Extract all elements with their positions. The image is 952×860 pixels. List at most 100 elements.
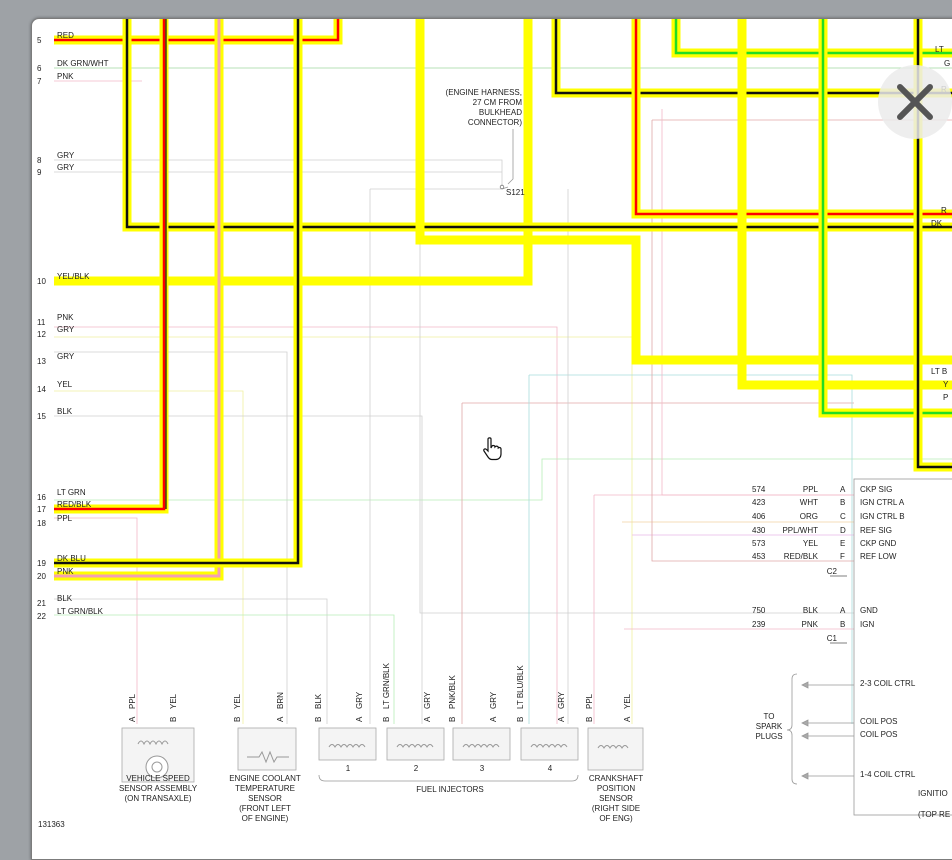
- wire-color-label: LT GRN: [57, 488, 86, 497]
- sensor-pin-color: PPL: [585, 693, 594, 709]
- sensor-pin-color: BLK: [314, 693, 323, 709]
- splice-note-line: (ENGINE HARNESS,: [446, 88, 522, 97]
- pin-letter: B: [840, 620, 845, 629]
- wire-color-label: DK GRN/WHT: [57, 59, 109, 68]
- sensor-caption: SENSOR ASSEMBLY: [119, 784, 198, 793]
- wire-color-label: PNK: [57, 72, 74, 81]
- wire-number: 20: [37, 572, 46, 581]
- circuit-color: ORG: [800, 512, 818, 521]
- module-function: IGN: [860, 620, 874, 629]
- splice-id: S121: [506, 188, 525, 197]
- circuit-number: 406: [752, 512, 766, 521]
- wire-color-label: GRY: [57, 163, 75, 172]
- sensor-pin-color: LT GRN/BLK: [382, 662, 391, 709]
- circuit-number: 423: [752, 498, 766, 507]
- module-caption: IGNITIO: [918, 789, 948, 798]
- wire-number: 14: [37, 385, 46, 394]
- module-function: GND: [860, 606, 878, 615]
- circuit-color: PPL/WHT: [782, 526, 818, 535]
- wire-color-label: RED/BLK: [57, 500, 92, 509]
- wire-color-label: GRY: [57, 325, 75, 334]
- close-icon: [897, 84, 933, 120]
- sensor-pin-color: GRY: [355, 691, 364, 709]
- to-spark-label: TO: [764, 712, 775, 721]
- wire-color-label: BLK: [57, 407, 73, 416]
- sensor-pin-letter: A: [355, 716, 364, 722]
- wire-color-label: GRY: [57, 151, 75, 160]
- sensor-pin-color: PNK/BLK: [448, 675, 457, 709]
- circuit-number: 574: [752, 485, 766, 494]
- coil-label: COIL POS: [860, 730, 898, 739]
- circuit-color: BLK: [803, 606, 819, 615]
- wire-number: 11: [37, 318, 46, 327]
- to-spark-label: PLUGS: [755, 732, 782, 741]
- wire-number: 16: [37, 493, 46, 502]
- circuit-color: WHT: [800, 498, 818, 507]
- sensor-pin-letter: B: [516, 717, 525, 722]
- circuit-number: 453: [752, 552, 766, 561]
- wire-number: 12: [37, 330, 46, 339]
- edge-label: G: [944, 59, 950, 68]
- sensor-pin-letter: B: [314, 717, 323, 722]
- sensor-caption: SENSOR: [599, 794, 633, 803]
- sensor-pin-letter: A: [128, 716, 137, 722]
- circuit-number: 430: [752, 526, 766, 535]
- sensor-pin-color: YEL: [233, 693, 242, 709]
- close-button[interactable]: [878, 65, 952, 139]
- figure-id: 131363: [38, 820, 65, 829]
- splice-note-line: CONNECTOR): [468, 118, 522, 127]
- splice-note-line: 27 CM FROM: [473, 98, 523, 107]
- injectors-caption: FUEL INJECTORS: [416, 785, 484, 794]
- circuit-number: 573: [752, 539, 766, 548]
- fuel-injector: [452, 727, 511, 761]
- circuit-color: PPL: [803, 485, 819, 494]
- sensor-pin-letter: B: [448, 717, 457, 722]
- wire-number: 8: [37, 156, 42, 165]
- sensor-caption: TEMPERATURE: [235, 784, 295, 793]
- wire-color-label: GRY: [57, 352, 75, 361]
- sensor-pin-letter: B: [169, 717, 178, 722]
- fuel-injector: [318, 727, 377, 761]
- fuel-injector: [386, 727, 445, 761]
- sensor-caption: ENGINE COOLANT: [229, 774, 301, 783]
- edge-label: LT: [935, 45, 944, 54]
- splice-note: (ENGINE HARNESS, 27 CM FROM BULKHEAD CON…: [446, 88, 523, 127]
- edge-label: Y: [943, 380, 949, 389]
- pin-letter: E: [840, 539, 845, 548]
- sensor-pin-color: GRY: [423, 691, 432, 709]
- sensor-pin-letter: B: [233, 717, 242, 722]
- module-function: CKP GND: [860, 539, 897, 548]
- thin-wires: [54, 67, 952, 724]
- sensor-pin-letter: A: [489, 716, 498, 722]
- coil-label: COIL POS: [860, 717, 898, 726]
- circuit-color: RED/BLK: [784, 552, 819, 561]
- sensor-pin-color: BRN: [276, 692, 285, 709]
- ignition-module: [853, 478, 952, 816]
- pin-letter: C: [840, 512, 846, 521]
- injector-number: 2: [414, 764, 419, 773]
- wire-color-label: LT GRN/BLK: [57, 607, 104, 616]
- wire-number: 19: [37, 559, 46, 568]
- pin-letter: A: [840, 485, 846, 494]
- connector-c2-label: C2: [827, 567, 838, 576]
- pin-letter: B: [840, 498, 845, 507]
- sensor-caption: VEHICLE SPEED: [126, 774, 190, 783]
- wire-color-label: PPL: [57, 514, 73, 523]
- wire-number: 15: [37, 412, 46, 421]
- splice-dot: [499, 184, 505, 190]
- injector-number: 3: [480, 764, 485, 773]
- coil-label: 2-3 COIL CTRL: [860, 679, 916, 688]
- edge-label: P: [943, 393, 948, 402]
- wire-number: 21: [37, 599, 46, 608]
- to-spark-label: SPARK: [756, 722, 783, 731]
- splice-leader: [507, 129, 514, 185]
- edge-label: DK: [931, 219, 943, 228]
- edge-label: LT B: [931, 367, 947, 376]
- circuit-number: 239: [752, 620, 766, 629]
- sensor-caption: (ON TRANSAXLE): [125, 794, 192, 803]
- sensor-pin-letter: A: [276, 716, 285, 722]
- pin-letter: A: [840, 606, 846, 615]
- sensor-pin-letter: A: [623, 716, 632, 722]
